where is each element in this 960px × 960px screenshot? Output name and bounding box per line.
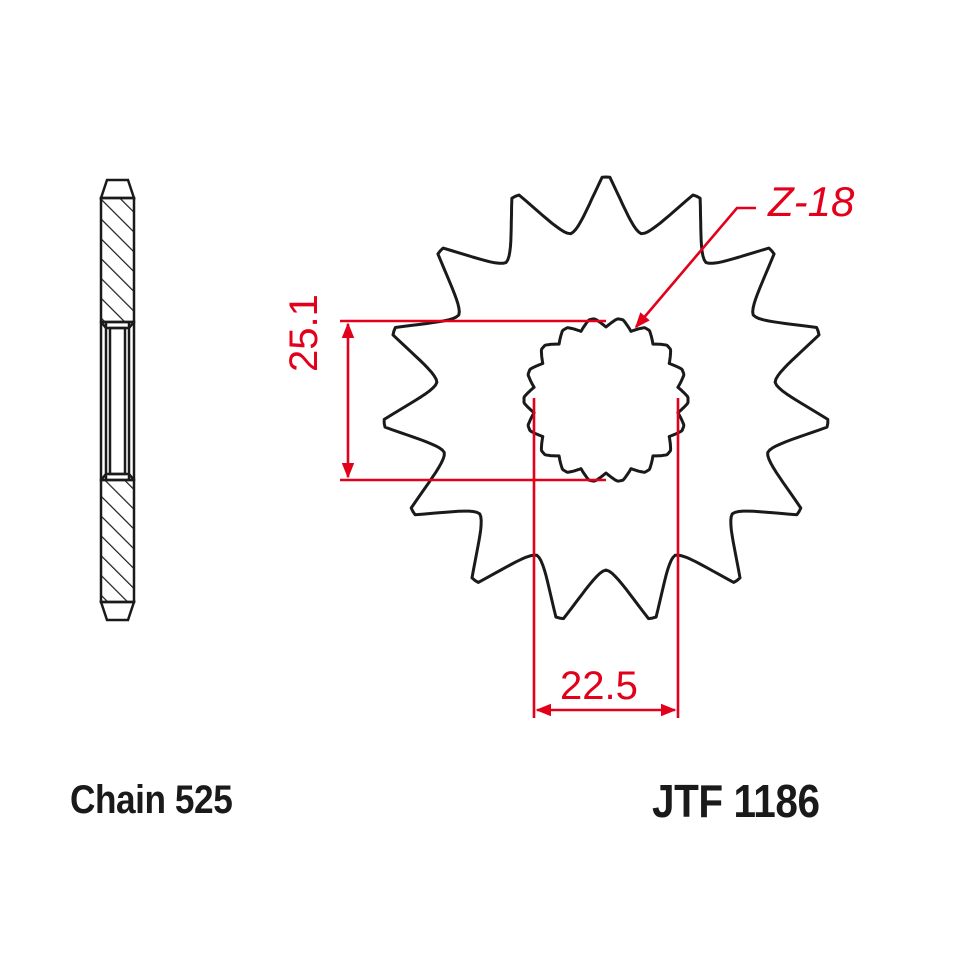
chain-size-label: Chain 525 — [70, 778, 233, 822]
side-view-hub-bore — [108, 326, 127, 476]
sprocket-inner-spline — [522, 317, 690, 483]
dimension-vertical-value: 25.1 — [282, 294, 326, 372]
side-view-lower-hatch — [99, 478, 136, 604]
part-number-label: JTF 1186 — [652, 775, 820, 827]
spline-teeth-label: Z-18 — [768, 178, 855, 225]
dimension-lines — [340, 206, 756, 718]
side-view-bottom-bevel — [99, 600, 136, 622]
side-view-top-bevel — [99, 178, 136, 200]
front-view — [382, 175, 830, 621]
sprocket-outer-teeth — [382, 175, 830, 621]
side-view — [99, 178, 136, 622]
side-view-upper-hatch — [99, 196, 136, 324]
dimension-horizontal-value: 22.5 — [560, 664, 638, 708]
spline-leader-line — [634, 206, 756, 329]
side-view-hub-inner-lines — [104, 322, 131, 480]
